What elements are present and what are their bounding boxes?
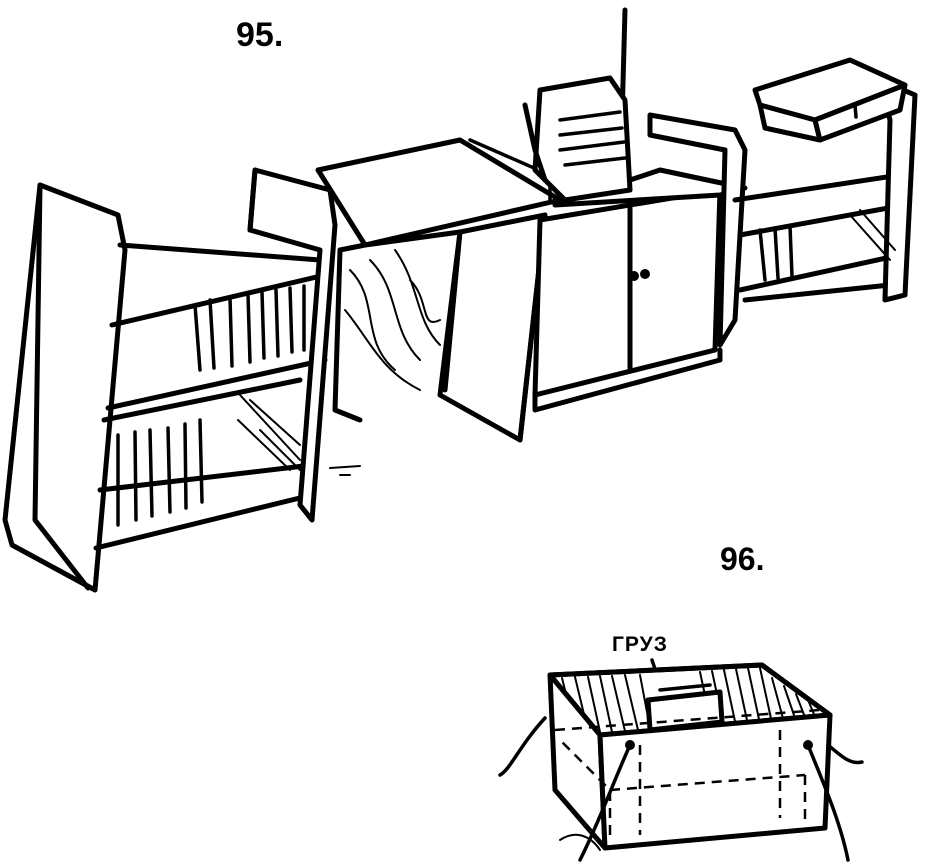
load-callout-label: ГРУЗ [612, 633, 668, 656]
cabinet-section [532, 167, 748, 413]
figure-95-label: 95. [236, 16, 284, 54]
left-bookcase [2, 167, 338, 593]
right-bookcase [647, 57, 918, 348]
radio-device [522, 7, 633, 203]
figure-96-label: 96. [720, 541, 765, 577]
desk-section [315, 137, 563, 443]
furniture-wall-illustration [2, 7, 918, 593]
load-box-illustration [498, 658, 864, 862]
